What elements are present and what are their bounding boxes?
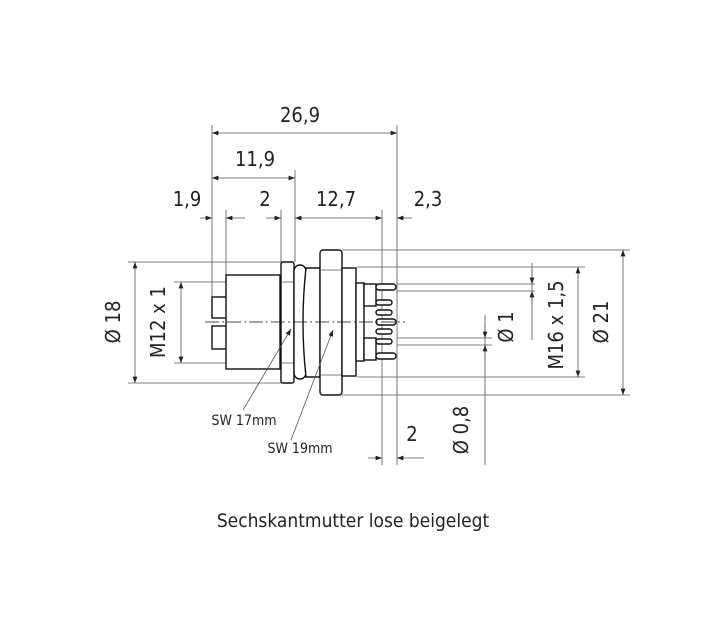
connector-body	[205, 249, 405, 396]
dim-front-length: 11,9	[235, 147, 275, 171]
dim-thread-rear: M16 x 1,5	[544, 280, 568, 369]
dim-pin-spacing: 2	[406, 422, 417, 446]
dim-thread-front: M12 x 1	[146, 286, 170, 358]
dimension-lines	[132, 130, 626, 461]
dim-rear-length: 12,7	[316, 187, 356, 211]
dim-pin-length: 2,3	[414, 187, 443, 211]
dim-outer-diameter-right: Ø 21	[589, 301, 613, 344]
wrench-size-label-17: SW 17mm	[211, 413, 276, 429]
extension-lines	[128, 125, 630, 465]
dim-overall-length: 26,9	[280, 103, 320, 127]
wrench-size-label-19: SW 19mm	[267, 441, 332, 457]
caption: Sechskantmutter lose beigelegt	[217, 510, 490, 532]
dim-outer-diameter-left: Ø 18	[101, 301, 125, 344]
dim-pin-diameter: Ø 1	[494, 311, 518, 342]
leader-lines	[242, 328, 334, 441]
dim-small-pin-diameter: Ø 0,8	[449, 406, 473, 454]
dim-nut-gap: 2	[259, 187, 270, 211]
dim-front-pin: 1,9	[173, 187, 202, 211]
